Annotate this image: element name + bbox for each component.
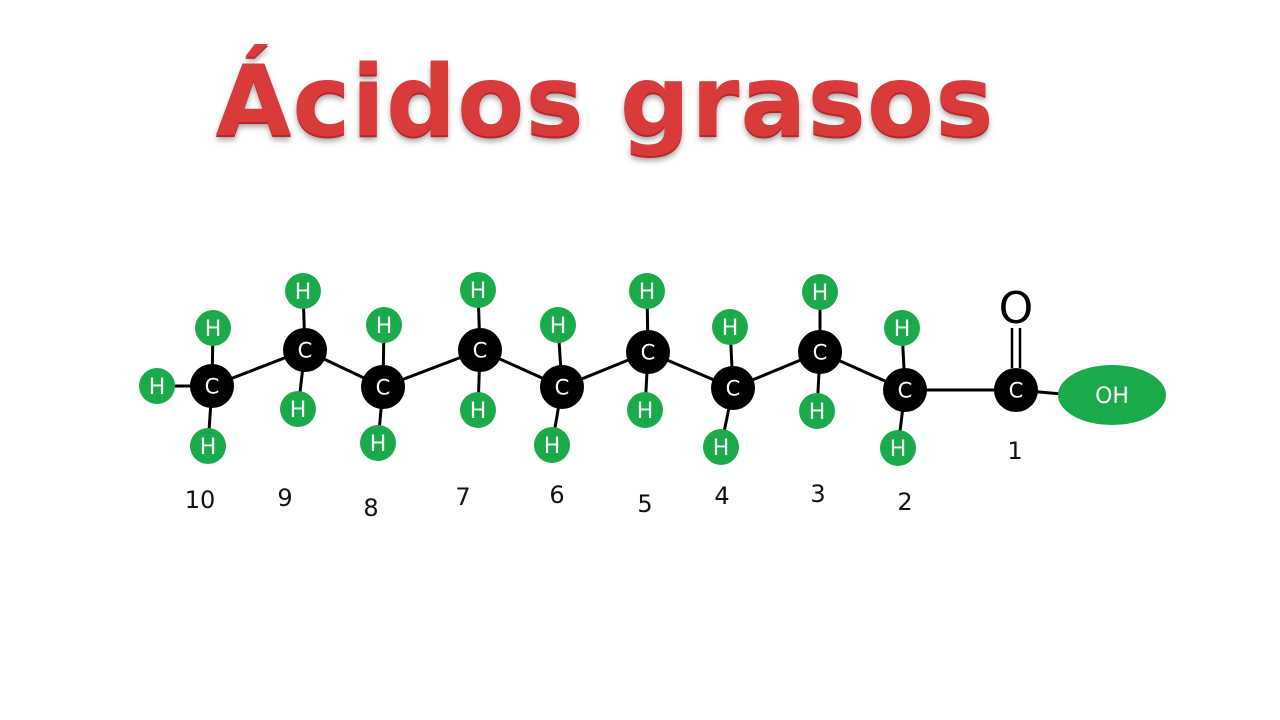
svg-text:C: C bbox=[298, 339, 313, 363]
hydrogen-atom: H bbox=[285, 273, 321, 309]
svg-text:H: H bbox=[470, 399, 487, 424]
svg-text:H: H bbox=[637, 399, 654, 424]
svg-text:C: C bbox=[205, 375, 220, 399]
oxygen-atom: O bbox=[999, 283, 1034, 334]
svg-text:H: H bbox=[290, 398, 307, 423]
carbon-number-1: 1 bbox=[1007, 437, 1022, 465]
carbon-number-9: 9 bbox=[277, 484, 292, 512]
hydrogen-atom: H bbox=[629, 273, 665, 309]
carbon-atom: C bbox=[361, 365, 405, 409]
svg-text:H: H bbox=[722, 316, 739, 341]
carbon-number-7: 7 bbox=[455, 483, 470, 511]
carbon-atom: C bbox=[711, 366, 755, 410]
svg-text:C: C bbox=[1009, 379, 1024, 403]
svg-text:C: C bbox=[376, 376, 391, 400]
hydroxyl-group: OH bbox=[1058, 365, 1166, 425]
carbon-number-3: 3 bbox=[810, 480, 825, 508]
hydrogen-atom: H bbox=[360, 425, 396, 461]
hydrogen-atom: H bbox=[712, 309, 748, 345]
svg-text:H: H bbox=[149, 375, 166, 400]
svg-text:OH: OH bbox=[1095, 384, 1129, 409]
svg-text:H: H bbox=[470, 279, 487, 304]
hydrogen-atom: H bbox=[802, 274, 838, 310]
hydrogen-atom: H bbox=[627, 392, 663, 428]
hydrogen-atom: H bbox=[366, 307, 402, 343]
svg-text:H: H bbox=[376, 314, 393, 339]
hydrogen-atom: H bbox=[799, 393, 835, 429]
carbon-atom: C bbox=[190, 364, 234, 408]
hydrogen-atom: H bbox=[460, 392, 496, 428]
svg-text:H: H bbox=[550, 314, 567, 339]
hydrogen-atom: H bbox=[534, 427, 570, 463]
carbon-numbers-layer: 10 9 8 7 6 5 4 3 2 1 bbox=[185, 437, 1023, 522]
hydrogen-atom: H bbox=[703, 429, 739, 465]
hydrogen-atom: H bbox=[884, 310, 920, 346]
carbon-number-2: 2 bbox=[897, 488, 912, 516]
carbon-atom: C bbox=[458, 328, 502, 372]
svg-text:H: H bbox=[812, 281, 829, 306]
svg-text:H: H bbox=[544, 434, 561, 459]
svg-text:C: C bbox=[473, 339, 488, 363]
svg-text:H: H bbox=[205, 317, 222, 342]
carbon-number-6: 6 bbox=[549, 481, 564, 509]
hydrogen-atom: H bbox=[280, 391, 316, 427]
svg-text:C: C bbox=[726, 377, 741, 401]
carbon-number-10: 10 bbox=[185, 486, 216, 514]
hydrogen-atom: H bbox=[460, 272, 496, 308]
carbon-atom: C bbox=[283, 328, 327, 372]
svg-text:H: H bbox=[809, 400, 826, 425]
svg-text:H: H bbox=[894, 317, 911, 342]
svg-text:C: C bbox=[641, 341, 656, 365]
svg-text:H: H bbox=[370, 432, 387, 457]
svg-text:H: H bbox=[639, 280, 656, 305]
svg-text:C: C bbox=[813, 341, 828, 365]
svg-text:C: C bbox=[898, 379, 913, 403]
svg-text:H: H bbox=[890, 437, 907, 462]
carbon-atom: C bbox=[798, 330, 842, 374]
carbon-atom: C bbox=[540, 365, 584, 409]
svg-text:H: H bbox=[200, 435, 217, 460]
carbon-number-8: 8 bbox=[363, 494, 378, 522]
hydrogen-atom: H bbox=[190, 428, 226, 464]
carbon-number-4: 4 bbox=[714, 482, 729, 510]
carbon-atom: C bbox=[883, 368, 927, 412]
hydrogen-atom: H bbox=[880, 430, 916, 466]
hydrogen-atom: H bbox=[195, 310, 231, 346]
carbon-atom-c1: C bbox=[994, 368, 1038, 412]
hydrogen-atom: H bbox=[139, 368, 175, 404]
svg-text:H: H bbox=[713, 436, 730, 461]
svg-text:C: C bbox=[555, 376, 570, 400]
svg-text:H: H bbox=[295, 280, 312, 305]
atoms-layer: H H H H H H H H H H H H H H H H H H H C C C C C C C C C C OH O bbox=[139, 272, 1166, 466]
carbon-number-5: 5 bbox=[637, 490, 652, 518]
hydrogen-atom: H bbox=[540, 307, 576, 343]
carbon-atom: C bbox=[626, 330, 670, 374]
page-title: Ácidos grasos bbox=[215, 45, 995, 159]
